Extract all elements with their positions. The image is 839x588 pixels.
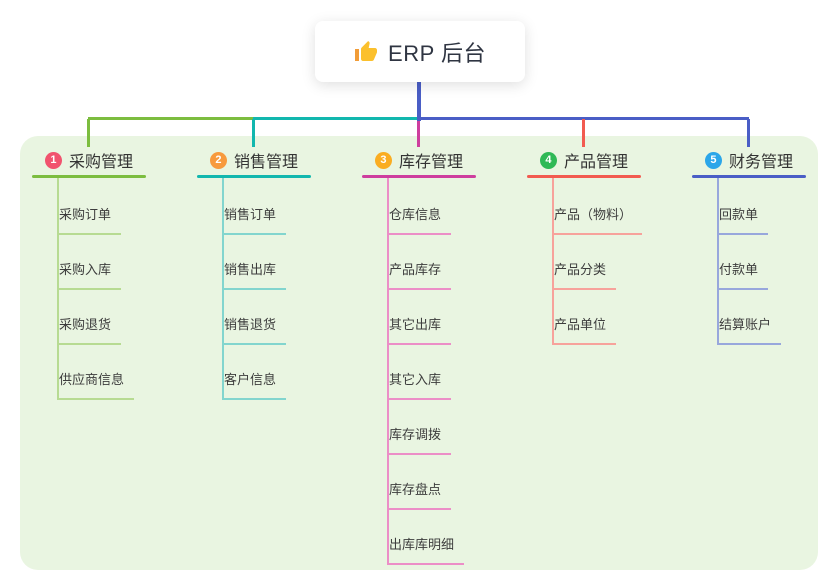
node-product-material[interactable]: 产品（物料）	[553, 206, 643, 235]
badge-4: 4	[539, 151, 557, 169]
connector-drop-4	[582, 119, 585, 147]
badge-3: 3	[374, 151, 392, 169]
node-payment-doc[interactable]: 付款单	[718, 261, 769, 290]
node-product-unit[interactable]: 产品单位	[553, 316, 617, 345]
branch-header-sales[interactable]: 2 销售管理	[197, 150, 311, 171]
node-other-inbound[interactable]: 其它入库	[388, 371, 452, 400]
badge-1: 1	[44, 151, 62, 169]
node-other-outbound[interactable]: 其它出库	[388, 316, 452, 345]
connector-drop-2	[252, 119, 255, 147]
connector-drop-1	[87, 119, 90, 147]
mindmap-panel	[20, 136, 818, 570]
thumbs-up-icon	[355, 40, 378, 61]
node-purchase-return[interactable]: 采购退货	[58, 316, 122, 345]
node-sales-outbound[interactable]: 销售出库	[223, 261, 287, 290]
node-sales-order[interactable]: 销售订单	[223, 206, 287, 235]
branch-underline-4	[527, 175, 641, 178]
node-product-category[interactable]: 产品分类	[553, 261, 617, 290]
branch-underline-5	[692, 175, 806, 178]
node-warehouse-info[interactable]: 仓库信息	[388, 206, 452, 235]
node-stock-transfer[interactable]: 库存调拨	[388, 426, 452, 455]
node-receipt-doc[interactable]: 回款单	[718, 206, 769, 235]
branch-spine-5	[717, 178, 719, 345]
branch-label-finance: 财务管理	[728, 154, 793, 171]
branch-underline-1	[32, 175, 146, 178]
branch-underline-2	[197, 175, 311, 178]
branch-label-product: 产品管理	[563, 154, 628, 171]
branch-spine-3	[387, 178, 389, 565]
root-title: ERP 后台	[388, 40, 486, 66]
badge-2: 2	[209, 151, 227, 169]
branch-header-purchase[interactable]: 1 采购管理	[32, 150, 146, 171]
node-stock-count[interactable]: 库存盘点	[388, 481, 452, 510]
connector-h-branch-2	[253, 117, 418, 120]
branch-label-sales: 销售管理	[233, 154, 298, 171]
branch-header-product[interactable]: 4 产品管理	[527, 150, 641, 171]
connector-drop-3	[417, 120, 420, 147]
branch-label-purchase: 采购管理	[68, 154, 133, 171]
node-purchase-inbound[interactable]: 采购入库	[58, 261, 122, 290]
badge-5: 5	[704, 151, 722, 169]
connector-h-branch-1	[88, 117, 253, 120]
branch-header-finance[interactable]: 5 财务管理	[692, 150, 806, 171]
connector-root	[417, 82, 421, 121]
branch-spine-4	[552, 178, 554, 345]
connector-h-branch-5	[418, 117, 749, 120]
root-node[interactable]: ERP 后台	[315, 21, 525, 82]
node-sales-return[interactable]: 销售退货	[223, 316, 287, 345]
branch-header-inventory[interactable]: 3 库存管理	[362, 150, 476, 171]
node-supplier-info[interactable]: 供应商信息	[58, 371, 135, 400]
connector-drop-5	[747, 119, 750, 147]
branch-underline-3	[362, 175, 476, 178]
branch-label-inventory: 库存管理	[398, 154, 463, 171]
node-outbound-detail[interactable]: 出库库明细	[388, 536, 465, 565]
node-settlement-account[interactable]: 结算账户	[718, 316, 782, 345]
node-customer-info[interactable]: 客户信息	[223, 371, 287, 400]
node-purchase-order[interactable]: 采购订单	[58, 206, 122, 235]
node-product-stock[interactable]: 产品库存	[388, 261, 452, 290]
